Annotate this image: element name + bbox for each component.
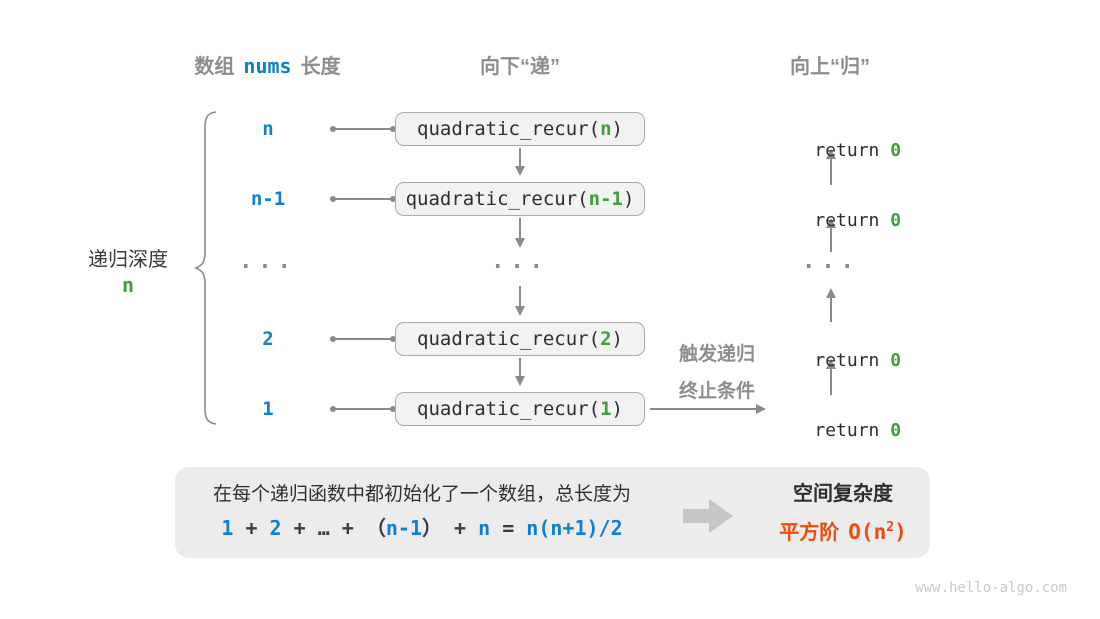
call-box-2: quadratic_recur(2) [395,322,645,356]
header-downward: 向下“递” [480,56,560,78]
header-array-code: nums [243,54,292,78]
base-case-note: 触发递归 终止条件 [678,344,755,402]
summary-description: 在每个递归函数中都初始化了一个数组，总长度为 [212,484,631,505]
exponent: 2 [886,520,895,535]
return-value: 0 [890,420,902,441]
header-array-prefix: 数组 [194,56,235,78]
recursion-depth-brace [193,111,217,425]
call-ellipsis: ... [491,249,549,274]
call-box-n-1: quadratic_recur(n-1) [395,182,645,216]
call-param: 1 [600,398,612,420]
depth-n: n [262,118,274,140]
depth-connectors [333,128,393,410]
call-box-n: quadratic_recur(n) [395,112,645,146]
return-2: return 0 [814,350,902,371]
depth-2: 2 [262,328,274,350]
recursion-depth-label: 递归深度 [88,249,168,271]
depth-n-1: n-1 [250,188,286,210]
call-param: n [600,118,612,140]
connector-dots [330,126,396,412]
recursion-depth-value: n [121,273,135,297]
complexity-title: 空间复杂度 [793,483,893,505]
header-upward: 向上“归” [790,56,870,78]
return-value: 0 [890,210,902,231]
return-value: 0 [890,350,902,371]
return-1: return 0 [814,420,902,441]
summary-formula: 1 + 2 + … + （n-1） + n = n(n+1)/2 [221,516,623,540]
header-array-length: 数组 nums 长度 [170,50,365,79]
watermark: www.hello-algo.com [915,580,1067,596]
depth-ellipsis: ... [239,249,297,274]
return-n: return 0 [814,140,902,161]
depth-1: 1 [262,398,274,420]
summary-text: 在每个递归函数中都初始化了一个数组，总长度为 1 + 2 + … + （n-1）… [192,482,652,543]
implies-arrow-icon [683,499,733,533]
return-ellipsis: ... [802,249,860,274]
call-param: n-1 [588,188,623,210]
return-value: 0 [890,140,902,161]
return-n-1: return 0 [814,210,902,231]
call-box-1: quadratic_recur(1) [395,392,645,426]
summary-panel [175,467,930,558]
header-array-suffix: 长度 [300,56,341,78]
call-param: 2 [600,328,612,350]
